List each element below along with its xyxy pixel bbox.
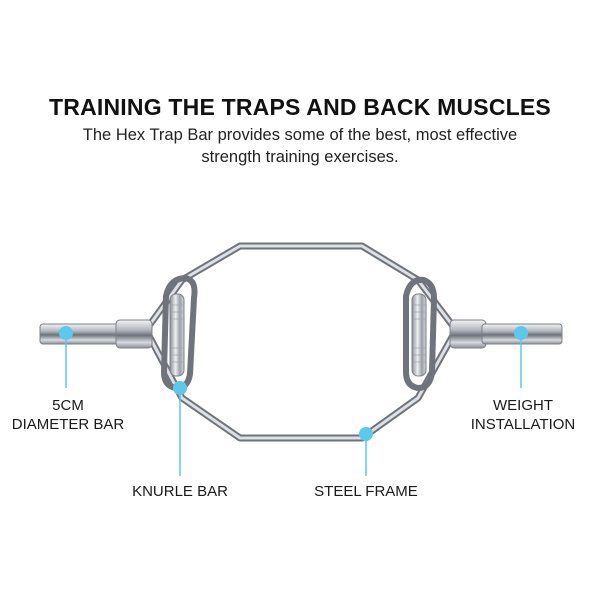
callout-diameter-marker (59, 326, 73, 388)
callout-steel-frame-marker (359, 427, 373, 476)
callout-weight-line2: INSTALLATION (470, 416, 576, 433)
callout-weight-line1: WEIGHT (493, 397, 553, 414)
page-title: TRAINING THE TRAPS AND BACK MUSCLES (49, 94, 551, 120)
callout-weight-marker (514, 326, 528, 388)
callout-weight-label: WEIGHT INSTALLATION (462, 396, 584, 434)
left-knurled-handle (160, 274, 198, 392)
callout-diameter-line2: DIAMETER BAR (11, 416, 125, 433)
callout-diameter-label: 5CM DIAMETER BAR (8, 396, 128, 434)
page-subtitle: The Hex Trap Bar provides some of the be… (82, 126, 518, 166)
callout-knurle-marker (173, 381, 187, 476)
callout-diameter-line1: 5CM (52, 397, 84, 414)
left-sleeve (39, 319, 153, 349)
right-sleeve (449, 319, 563, 349)
right-knurled-handle (403, 276, 438, 392)
callout-knurle-label: KNURLE BAR (132, 483, 228, 500)
callout-steel-frame-label: STEEL FRAME (314, 483, 418, 500)
